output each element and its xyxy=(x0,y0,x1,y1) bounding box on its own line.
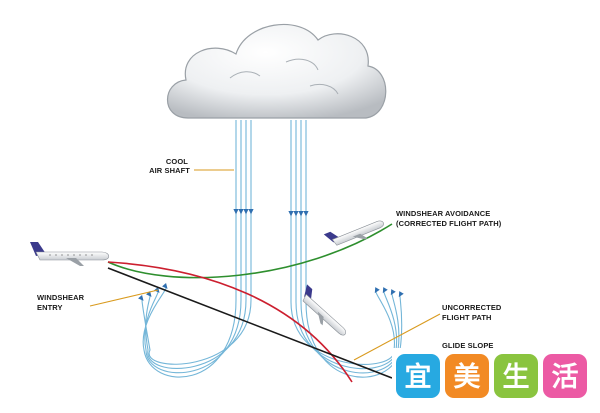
airflow-right-line-2 xyxy=(295,120,398,370)
airflow-left-line-3 xyxy=(145,120,247,369)
glide-slope-line xyxy=(107,267,393,379)
svg-text:生: 生 xyxy=(503,362,530,392)
airflow-tip-arrow-right-4 xyxy=(398,291,404,298)
airflow-arrow-right-2 xyxy=(293,211,299,217)
svg-text:活: 活 xyxy=(552,362,579,392)
airflow-tip-arrow-left-3 xyxy=(146,291,152,297)
watermark-tile-4: 活 xyxy=(543,354,587,398)
airflow-tip-arrow-right-3 xyxy=(390,289,396,296)
airflow-arrow-left-1 xyxy=(233,209,239,215)
uncorrected-flight-path xyxy=(107,261,353,383)
airflow-arrow-right-3 xyxy=(298,211,304,217)
aircraft-uncorrected-icon xyxy=(302,284,346,336)
airflow-tip-arrow-left-1 xyxy=(162,283,168,289)
label-windshear-entry: WINDSHEAR ENTRY xyxy=(37,293,86,312)
airflow-arrow-left-4 xyxy=(248,209,254,215)
airflow-tip-arrow-right-1 xyxy=(374,287,380,294)
airflow-right-line-3 xyxy=(300,120,400,374)
label-cool-air-shaft: COOL AIR SHAFT xyxy=(149,157,190,175)
airflow-left-line-2 xyxy=(144,120,242,374)
storm-cloud xyxy=(166,24,387,119)
corrected-flight-path xyxy=(107,223,393,279)
aircraft-entry-icon xyxy=(30,242,110,266)
svg-text:美: 美 xyxy=(454,361,481,392)
airflow-right-line-4 xyxy=(305,120,403,378)
airflow-right-line-1 xyxy=(290,120,395,365)
airflow-left-line-4 xyxy=(141,120,252,365)
airflow-arrow-left-2 xyxy=(238,209,244,215)
watermark-tile-3: 生 xyxy=(494,354,538,398)
aircraft-avoidance-icon xyxy=(323,220,384,246)
label-uncorrected-flight-path: UNCORRECTED FLIGHT PATH xyxy=(442,303,504,322)
watermark-tile-2: 美 xyxy=(445,354,489,398)
airflow-arrow-left-3 xyxy=(243,209,249,215)
airflow-left-line-1 xyxy=(142,120,237,378)
watermark-logo: 宜 美 生 活 xyxy=(392,348,600,408)
label-windshear-avoidance: WINDSHEAR AVOIDANCE (CORRECTED FLIGHT PA… xyxy=(396,209,502,228)
label-glide-slope: GLIDE SLOPE xyxy=(442,341,494,350)
airflow-arrow-right-4 xyxy=(303,211,309,217)
downdraft-airflow xyxy=(138,120,404,378)
label-leader-lines xyxy=(89,169,441,361)
airflow-tip-arrow-right-2 xyxy=(382,287,388,294)
watermark-tile-1: 宜 xyxy=(396,354,440,398)
airflow-tip-arrow-left-4 xyxy=(138,295,144,301)
airflow-arrow-right-1 xyxy=(288,211,294,217)
svg-text:宜: 宜 xyxy=(405,361,432,392)
